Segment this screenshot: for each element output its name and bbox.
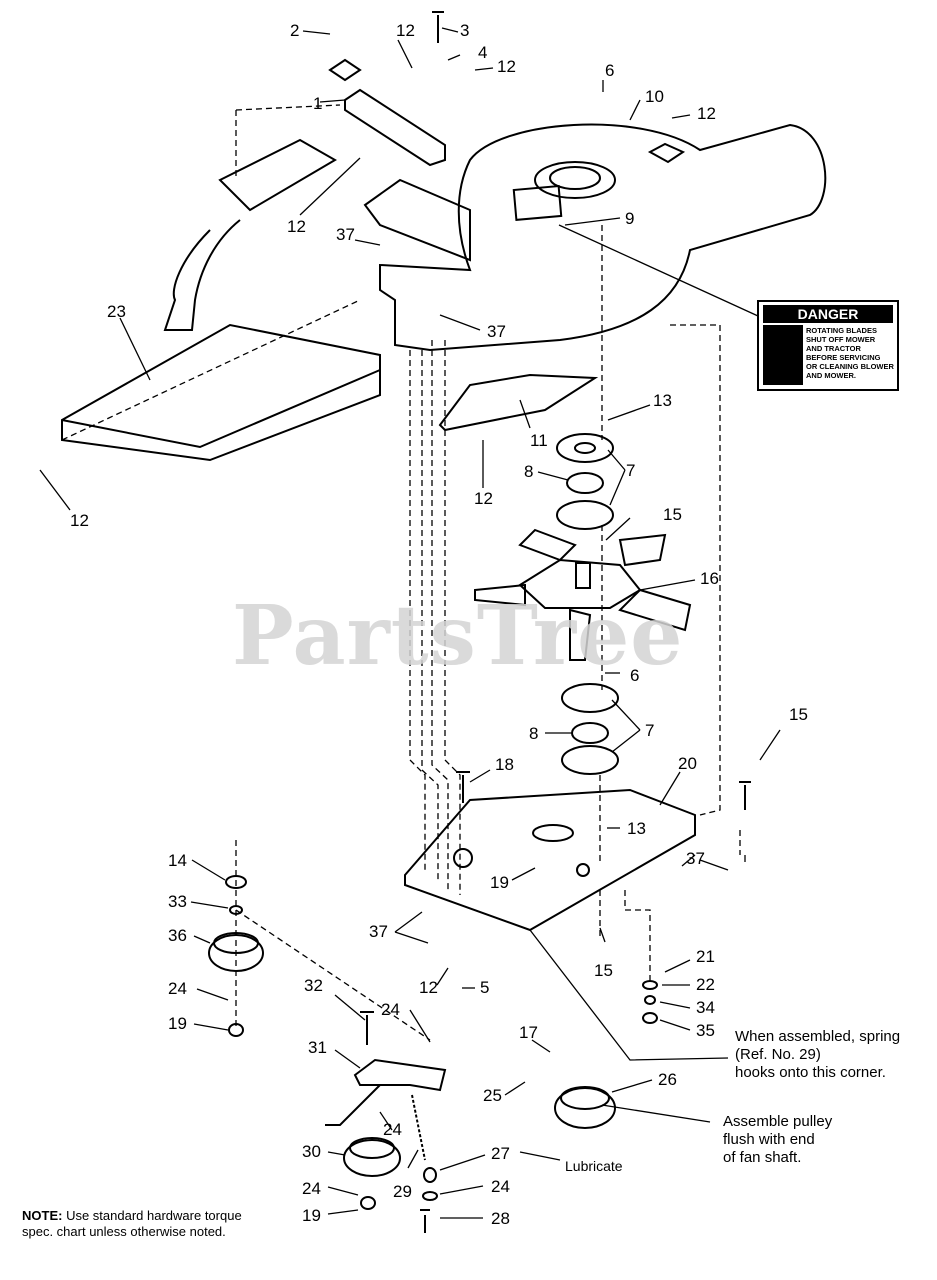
callout-14[interactable]: 14	[168, 851, 187, 870]
callout-15[interactable]: 15	[594, 961, 613, 980]
callout-35[interactable]: 35	[696, 1021, 715, 1040]
idler-pulley-30	[343, 1137, 401, 1177]
pulley-instruction-line: Assemble pulley	[723, 1113, 833, 1130]
callout-2[interactable]: 2	[290, 21, 300, 40]
warning-hand-icon	[763, 325, 803, 385]
danger-line: AND MOWER.	[806, 371, 856, 380]
callout-33[interactable]: 33	[168, 892, 187, 911]
callout-15[interactable]: 15	[663, 505, 682, 524]
callout-24[interactable]: 24	[381, 1000, 400, 1019]
callout-32[interactable]: 32	[304, 976, 323, 995]
discharge-chute	[163, 138, 337, 331]
callout-8[interactable]: 8	[529, 724, 539, 743]
callout-1[interactable]: 1	[313, 94, 323, 113]
callout-12[interactable]: 12	[474, 489, 493, 508]
pulley-instruction-line: of fan shaft.	[723, 1149, 802, 1166]
leader-lines	[39, 27, 781, 1219]
spring-instruction-line: (Ref. No. 29)	[735, 1046, 821, 1063]
idler-arm	[325, 1058, 447, 1161]
pulley-instruction: Assemble pulley flush with end of fan sh…	[723, 1113, 832, 1167]
mounting-bracket	[328, 58, 471, 262]
danger-text: ROTATING BLADES SHUT OFF MOWER AND TRACT…	[806, 326, 894, 380]
lubricate-label: Lubricate	[565, 1158, 623, 1174]
pulley-instruction-line: flush with end	[723, 1131, 815, 1148]
spring-instruction: When assembled, spring (Ref. No. 29) hoo…	[735, 1028, 900, 1082]
danger-line: OR CLEANING BLOWER	[806, 362, 894, 371]
lower-bearing-assembly	[561, 683, 619, 775]
callout-17[interactable]: 17	[519, 1023, 538, 1042]
callout-22[interactable]: 22	[696, 975, 715, 994]
callout-34[interactable]: 34	[696, 998, 715, 1017]
callout-26[interactable]: 26	[658, 1070, 677, 1089]
callout-28[interactable]: 28	[491, 1209, 510, 1228]
base-plate	[404, 788, 696, 932]
callout-12[interactable]: 12	[497, 57, 516, 76]
upper-bearing-assembly	[556, 433, 614, 530]
callout-25[interactable]: 25	[483, 1086, 502, 1105]
callout-7[interactable]: 7	[626, 461, 636, 480]
danger-line: ROTATING BLADES	[806, 326, 877, 335]
callout-10[interactable]: 10	[645, 87, 664, 106]
callout-24[interactable]: 24	[302, 1179, 321, 1198]
callout-27[interactable]: 27	[491, 1144, 510, 1163]
callout-11[interactable]: 11	[530, 431, 548, 450]
callout-30[interactable]: 30	[302, 1142, 321, 1161]
callout-37[interactable]: 37	[686, 849, 705, 868]
cover-plate	[438, 373, 599, 432]
callout-19[interactable]: 19	[490, 873, 509, 892]
note-text: Use standard hardware torque spec. chart…	[22, 1208, 242, 1239]
callout-7[interactable]: 7	[645, 721, 655, 740]
watermark: PartsTree	[232, 588, 684, 684]
callout-24[interactable]: 24	[491, 1177, 510, 1196]
danger-line: AND TRACTOR	[806, 344, 861, 353]
callout-29[interactable]: 29	[393, 1182, 412, 1201]
danger-line: SHUT OFF MOWER	[806, 335, 876, 344]
callout-12[interactable]: 12	[419, 978, 438, 997]
assembly-guide-lines	[61, 104, 741, 1041]
callout-20[interactable]: 20	[678, 754, 697, 773]
callout-12[interactable]: 12	[70, 511, 89, 530]
callout-6[interactable]: 6	[605, 61, 615, 80]
callout-8[interactable]: 8	[524, 462, 534, 481]
callout-24[interactable]: 24	[168, 979, 187, 998]
fan-pulley-26	[554, 1086, 616, 1129]
danger-line: BEFORE SERVICING	[806, 353, 881, 362]
callout-9[interactable]: 9	[625, 209, 635, 228]
callout-19[interactable]: 19	[168, 1014, 187, 1033]
callout-37[interactable]: 37	[369, 922, 388, 941]
callout-23[interactable]: 23	[107, 302, 126, 321]
callout-5[interactable]: 5	[480, 978, 490, 997]
deflector-shield	[61, 323, 381, 462]
hardware-pieces	[225, 11, 751, 1233]
danger-decal: DANGER ROTATING BLADES SHUT OFF MOWER AN…	[757, 300, 899, 391]
callout-21[interactable]: 21	[696, 947, 715, 966]
callout-37[interactable]: 37	[487, 322, 506, 341]
callout-19[interactable]: 19	[302, 1206, 321, 1225]
callout-15[interactable]: 15	[789, 705, 808, 724]
spring-instruction-line: When assembled, spring	[735, 1028, 901, 1045]
callout-16[interactable]: 16	[700, 569, 719, 588]
callout-12[interactable]: 12	[287, 217, 306, 236]
callout-4[interactable]: 4	[478, 43, 488, 62]
note-label: NOTE:	[22, 1208, 63, 1223]
torque-note: NOTE: Use standard hardware torque spec.…	[22, 1208, 257, 1240]
callout-37[interactable]: 37	[336, 225, 355, 244]
callout-3[interactable]: 3	[460, 21, 470, 40]
callout-12[interactable]: 12	[396, 21, 415, 40]
fan-impeller	[474, 528, 692, 661]
callout-6[interactable]: 6	[630, 666, 640, 685]
callout-12[interactable]: 12	[697, 104, 716, 123]
danger-heading: DANGER	[763, 305, 893, 323]
spring-instruction-line: hooks onto this corner.	[735, 1064, 886, 1081]
callout-18[interactable]: 18	[495, 755, 514, 774]
callout-31[interactable]: 31	[308, 1038, 327, 1057]
callout-13[interactable]: 13	[653, 391, 672, 410]
callout-13[interactable]: 13	[627, 819, 646, 838]
blower-housing	[379, 123, 827, 352]
callout-36[interactable]: 36	[168, 926, 187, 945]
callout-24[interactable]: 24	[383, 1120, 402, 1139]
